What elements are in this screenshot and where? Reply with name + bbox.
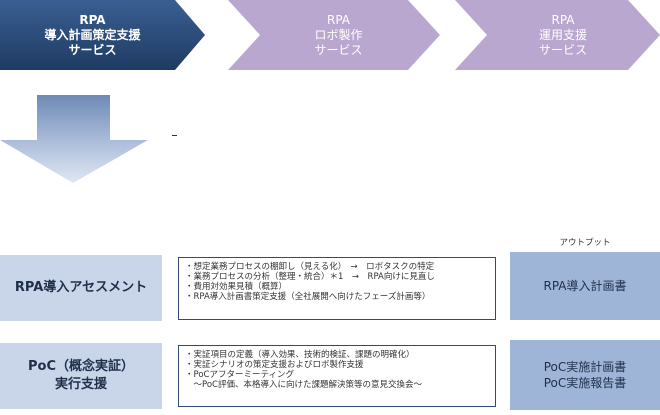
chevron-shape (228, 0, 440, 70)
phase-chevron-1: RPA 導入計画策定支援 サービス (0, 0, 205, 70)
phase-2-line-3: サービス (314, 42, 363, 57)
row-1-output: RPA導入計画書 (510, 252, 660, 320)
row-1-detail-1: ・想定業務プロセスの棚卸し（見える化） → ロボタスクの特定 (185, 262, 435, 272)
phase-1-line-2: 導入計画策定支援 (44, 27, 141, 42)
row-2-detail-4: ～PoC評価、本格導入に向けた課題解決策等の意見交換会～ (185, 380, 422, 390)
phase-3-line-1: RPA (551, 12, 575, 27)
phase-chevron-2: RPA ロボ製作 サービス (228, 0, 440, 70)
phase-1-line-1: RPA (79, 12, 106, 27)
row-1-detail-2: ・業務プロセスの分析（整理・統合）＊1 → RPA向けに見直し (185, 272, 435, 282)
phase-3-line-2: 運用支援 (538, 27, 587, 42)
row-2-label-2: 実行支援 (54, 377, 107, 392)
phase-1-line-3: サービス (68, 42, 117, 57)
row-2-output-2: PoC実施報告書 (543, 376, 627, 390)
row-2-output-1: PoC実施計画書 (543, 360, 627, 374)
output-heading: アウトプット (559, 238, 611, 248)
row-1-detail-4: ・RPA導入計画書策定支援（全社展開へ向けたフェーズ計画等） (185, 292, 431, 302)
row-2-detail-2: ・実証シナリオの策定支援およびロボ製作支援 (185, 360, 364, 370)
row-label-poc: PoC（概念実証） 実行支援 (0, 343, 162, 409)
phase-chevron-3: RPA 運用支援 サービス (455, 0, 660, 70)
row-1-output-1: RPA導入計画書 (543, 279, 627, 293)
phase-2-line-2: ロボ製作 (314, 27, 363, 42)
row-1-label: RPA導入アセスメント (14, 280, 148, 295)
row-2-output: PoC実施計画書 PoC実施報告書 (510, 340, 660, 410)
down-arrow-icon (0, 95, 148, 183)
row-1-detail-box: ・想定業務プロセスの棚卸し（見える化） → ロボタスクの特定 ・業務プロセスの分… (178, 257, 496, 320)
row-2-label-1: PoC（概念実証） (28, 359, 134, 374)
phase-2-line-1: RPA (326, 12, 350, 27)
chevron-shape (0, 0, 205, 70)
row-2-detail-box: ・実証項目の定義（導入効果、技術的検証、課題の明確化） ・実証シナリオの策定支援… (178, 345, 496, 407)
row-label-assessment: RPA導入アセスメント (0, 255, 162, 321)
chevron-shape (455, 0, 660, 70)
row-2-detail-1: ・実証項目の定義（導入効果、技術的検証、課題の明確化） (185, 350, 415, 360)
row-2-detail-3: ・PoCアフターミーティング (185, 370, 294, 380)
small-dash (172, 135, 177, 136)
phase-3-line-3: サービス (538, 42, 587, 57)
row-1-detail-3: ・費用対効果見積（概算） (185, 282, 288, 292)
